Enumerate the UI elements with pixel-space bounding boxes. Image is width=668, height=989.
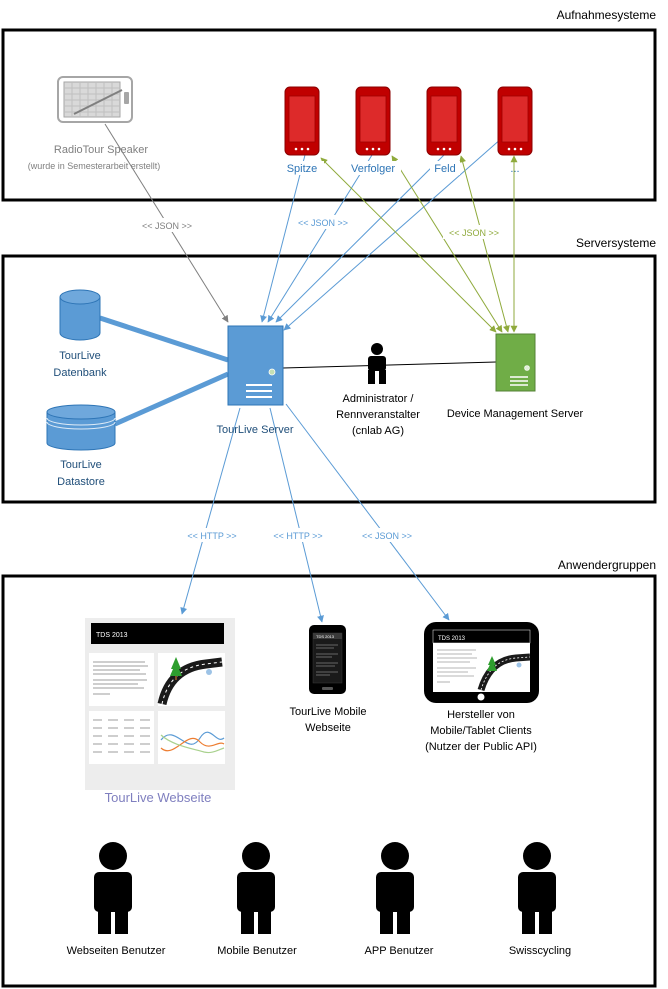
- mobile-badge: TDS 2013: [316, 634, 335, 639]
- user-person-icon-swisscycling: [518, 842, 556, 934]
- phone-label-spitze: Spitze: [287, 163, 318, 175]
- link-server-admin-dms: [282, 361, 497, 369]
- tablet-pen-icon: [57, 76, 133, 123]
- mobile-label-1: TourLive Mobile: [289, 706, 366, 718]
- datastore-label-2: Datastore: [57, 476, 105, 488]
- user-label-webseiten: Webseiten Benutzer: [67, 945, 166, 957]
- datastore-icon: [46, 404, 116, 451]
- user-person-icon-mobile: [237, 842, 275, 934]
- device-management-server-icon: [495, 333, 536, 392]
- tablet-label-1: Hersteller von: [447, 709, 515, 721]
- arrow-verfolger-dms: [391, 155, 503, 333]
- admin-label-1: Administrator /: [343, 393, 415, 405]
- label-json-speaker: << JSON >>: [142, 221, 192, 231]
- arrow-server-website: [180, 407, 241, 615]
- website-badge: TDS 2013: [96, 632, 128, 639]
- link-datastore-server: [113, 371, 230, 427]
- arrow-feld-dms: [459, 155, 510, 333]
- frame-anwendergruppen: [1, 574, 657, 988]
- user-label-swisscycling: Swisscycling: [509, 945, 571, 957]
- user-label-app: APP Benutzer: [365, 945, 434, 957]
- link-datenbank-server: [99, 315, 229, 363]
- phone-label-verfolger: Verfolger: [351, 163, 395, 175]
- arrow-server-tablet: [285, 403, 450, 621]
- tourlive-server-label: TourLive Server: [216, 424, 293, 436]
- tablet-label-2: Mobile/Tablet Clients: [430, 725, 532, 737]
- tourlive-server-icon: [227, 325, 284, 406]
- arrow-spitze-dms: [320, 157, 497, 333]
- phone-icon-feld: [426, 86, 462, 156]
- user-label-mobile: Mobile Benutzer: [217, 945, 297, 957]
- tablet-badge: TDS 2013: [438, 636, 466, 642]
- datenbank-label-1: TourLive: [59, 350, 101, 362]
- label-json-phones: << JSON >>: [298, 218, 348, 228]
- arrow-spitze-server: [260, 154, 306, 323]
- phone-label-feld: Feld: [434, 163, 455, 175]
- arrow-server-mobile: [269, 407, 324, 623]
- admin-label-3: (cnlab AG): [352, 425, 404, 437]
- label-http-website: << HTTP >>: [187, 531, 236, 541]
- datenbank-label-2: Datenbank: [53, 367, 107, 379]
- phone-icon-verfolger: [355, 86, 391, 156]
- website-mockup: TDS 2013: [85, 618, 235, 790]
- phone-icon-dots: [497, 86, 533, 156]
- user-person-icon-app: [376, 842, 414, 934]
- connections: [99, 123, 518, 623]
- database-icon: [59, 289, 101, 341]
- user-person-icon-webseiten: [94, 842, 132, 934]
- phone-label-dots: ...: [510, 163, 519, 175]
- administrator-person-icon: [368, 343, 386, 384]
- arrow-feld-server: [275, 154, 445, 323]
- label-http-mobile: << HTTP >>: [273, 531, 322, 541]
- section-title-server: Serversysteme: [576, 236, 656, 250]
- label-json-tablet: << JSON >>: [362, 531, 412, 541]
- phone-icon-spitze: [284, 86, 320, 156]
- section-title-anwender: Anwendergruppen: [558, 558, 656, 572]
- tablet-icon: TDS 2013: [424, 622, 539, 703]
- speaker-note: (wurde in Semesterarbeit erstellt): [28, 161, 161, 171]
- website-title: TourLive Webseite: [105, 790, 212, 805]
- label-json-dms: << JSON >>: [449, 228, 499, 238]
- speaker-label: RadioTour Speaker: [54, 144, 149, 156]
- mobile-label-2: Webseite: [305, 722, 351, 734]
- tablet-label-3: (Nutzer der Public API): [425, 741, 537, 753]
- datastore-label-1: TourLive: [60, 459, 102, 471]
- device-management-server-label: Device Management Server: [447, 408, 584, 420]
- mobile-phone-icon: TDS 2013: [309, 625, 346, 694]
- admin-label-2: Rennveranstalter: [336, 409, 420, 421]
- section-title-aufnahme: Aufnahmesysteme: [557, 8, 657, 22]
